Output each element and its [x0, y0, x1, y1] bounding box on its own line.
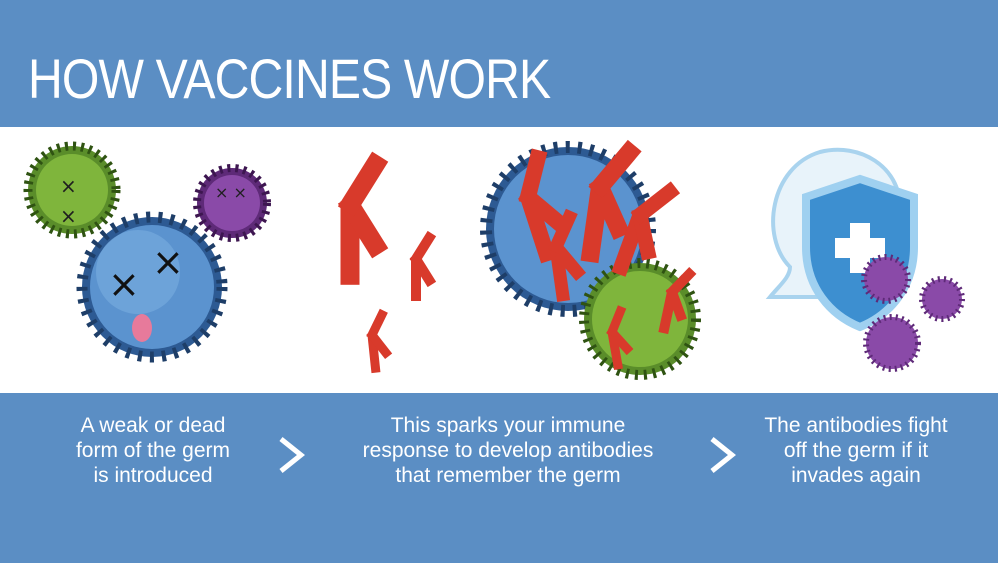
antibodies-group: [337, 151, 437, 374]
step-3-text: The antibodies fight off the germ if it …: [764, 414, 948, 487]
blue-germ-icon: × ×: [76, 211, 228, 363]
virus-particles-icon: [861, 254, 965, 372]
svg-text:×: ×: [60, 174, 77, 198]
steps-banner: A weak or dead form of the germ is intro…: [0, 393, 998, 563]
svg-text:×: ×: [108, 262, 140, 306]
illustration-svg: × × × × × ×: [23, 135, 965, 380]
svg-text:×: ×: [152, 240, 184, 284]
chevron-right-icon: [279, 437, 306, 473]
page-title: HOW VACCINES WORK: [28, 47, 551, 110]
step-1-text: A weak or dead form of the germ is intro…: [75, 414, 231, 487]
green-germ-icon: × ×: [23, 141, 121, 239]
purple-germ-icon: × ×: [193, 164, 271, 242]
title-banner: HOW VACCINES WORK: [0, 0, 998, 127]
chevron-right-icon: [710, 437, 737, 473]
shield-cross-icon: [802, 174, 918, 332]
step-2-text: This sparks your immune response to deve…: [362, 414, 654, 487]
svg-text:×: ×: [60, 204, 77, 228]
germs-attacked-icon: [480, 135, 701, 380]
svg-text:× ×: × ×: [215, 183, 247, 202]
illustration-strip: × × × × × ×: [0, 127, 998, 393]
